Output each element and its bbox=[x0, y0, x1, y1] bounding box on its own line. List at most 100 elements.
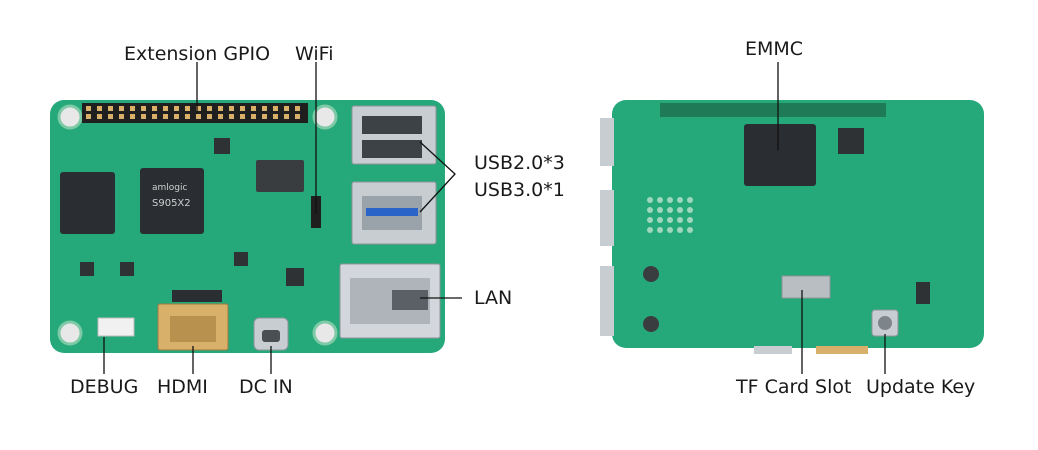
gpio-pins bbox=[86, 106, 300, 119]
via-grid bbox=[647, 197, 693, 233]
pmic-chip bbox=[256, 160, 304, 192]
usb3-port-tongue bbox=[366, 208, 418, 216]
soc-model-text: S905X2 bbox=[152, 198, 191, 209]
via bbox=[667, 197, 673, 203]
emmc-chip bbox=[744, 124, 816, 186]
back-pcb bbox=[612, 100, 984, 348]
gpio-pin bbox=[207, 114, 212, 119]
label-wifi: WiFi bbox=[295, 43, 334, 65]
small-chip bbox=[120, 262, 134, 276]
main-soc-chip bbox=[140, 168, 204, 234]
gpio-pin bbox=[262, 106, 267, 111]
via bbox=[667, 207, 673, 213]
label-dc-in: DC IN bbox=[239, 376, 293, 398]
small-chip bbox=[838, 128, 864, 154]
via bbox=[647, 207, 653, 213]
tf-card-slot bbox=[781, 275, 831, 299]
via bbox=[647, 227, 653, 233]
small-chip bbox=[214, 138, 230, 154]
gpio-pin bbox=[207, 106, 212, 111]
small-chip bbox=[286, 268, 304, 286]
gpio-pin bbox=[108, 114, 113, 119]
small-chip bbox=[916, 282, 930, 304]
gpio-pin bbox=[273, 114, 278, 119]
gpio-pin bbox=[218, 114, 223, 119]
gpio-pin bbox=[229, 114, 234, 119]
gpio-pin bbox=[152, 114, 157, 119]
via bbox=[667, 217, 673, 223]
gpio-solder-row bbox=[660, 103, 886, 117]
mount-hole bbox=[643, 266, 659, 282]
gpio-pin bbox=[295, 106, 300, 111]
mount-hole bbox=[312, 320, 338, 346]
gpio-pin bbox=[152, 106, 157, 111]
hdmi-port-opening bbox=[170, 316, 216, 342]
gpio-pin bbox=[240, 114, 245, 119]
small-chip bbox=[234, 252, 248, 266]
gpio-pin bbox=[262, 114, 267, 119]
via bbox=[647, 197, 653, 203]
gpio-pin bbox=[163, 114, 168, 119]
gpio-pin bbox=[229, 106, 234, 111]
label-extension-gpio: Extension GPIO bbox=[124, 43, 271, 65]
via bbox=[687, 197, 693, 203]
gpio-pin bbox=[273, 106, 278, 111]
gpio-pin bbox=[218, 106, 223, 111]
usb-edge bbox=[600, 118, 614, 166]
via bbox=[677, 207, 683, 213]
lan-edge bbox=[600, 266, 614, 336]
back-board bbox=[600, 100, 984, 354]
gpio-pin bbox=[97, 106, 102, 111]
front-board: amlogic S905X2 bbox=[50, 100, 445, 353]
debug-connector bbox=[97, 317, 135, 337]
label-update-key: Update Key bbox=[866, 376, 976, 398]
via bbox=[657, 227, 663, 233]
ram-chip bbox=[60, 172, 115, 234]
label-usb-line2: USB3.0*1 bbox=[474, 179, 565, 201]
via bbox=[687, 207, 693, 213]
callout-lines bbox=[103, 62, 886, 374]
label-hdmi: HDMI bbox=[157, 376, 208, 398]
usb-edge bbox=[600, 190, 614, 246]
gpio-pin bbox=[251, 106, 256, 111]
label-lan: LAN bbox=[474, 287, 513, 309]
usb2-port-opening bbox=[362, 140, 422, 158]
via bbox=[657, 207, 663, 213]
gpio-pin bbox=[108, 106, 113, 111]
callout-line-usb bbox=[419, 141, 456, 213]
via bbox=[677, 227, 683, 233]
via bbox=[677, 217, 683, 223]
via bbox=[687, 217, 693, 223]
label-emmc: EMMC bbox=[745, 38, 804, 60]
gpio-pin bbox=[130, 114, 135, 119]
via bbox=[667, 227, 673, 233]
label-debug: DEBUG bbox=[70, 376, 139, 398]
gpio-pin bbox=[86, 114, 91, 119]
mount-hole bbox=[57, 320, 83, 346]
bottom-connector bbox=[816, 346, 868, 354]
small-chip bbox=[80, 262, 94, 276]
gpio-pin bbox=[284, 114, 289, 119]
gpio-pin bbox=[163, 106, 168, 111]
label-tf-card-slot: TF Card Slot bbox=[736, 376, 852, 398]
gpio-pin bbox=[130, 106, 135, 111]
via bbox=[687, 227, 693, 233]
label-usb: USB2.0*3 USB3.0*1 bbox=[474, 150, 565, 204]
gpio-pin bbox=[141, 106, 146, 111]
via bbox=[677, 197, 683, 203]
gpio-pin bbox=[119, 106, 124, 111]
gpio-pin bbox=[196, 114, 201, 119]
gpio-pin bbox=[174, 106, 179, 111]
gpio-pin bbox=[284, 106, 289, 111]
mount-hole bbox=[643, 316, 659, 332]
gpio-pin bbox=[141, 114, 146, 119]
gpio-pin bbox=[174, 114, 179, 119]
via bbox=[657, 197, 663, 203]
gpio-pin bbox=[185, 106, 190, 111]
lan-port-slot bbox=[392, 290, 428, 310]
gpio-pin bbox=[185, 114, 190, 119]
via bbox=[657, 217, 663, 223]
mount-hole bbox=[57, 104, 83, 130]
bottom-connector bbox=[754, 346, 792, 354]
